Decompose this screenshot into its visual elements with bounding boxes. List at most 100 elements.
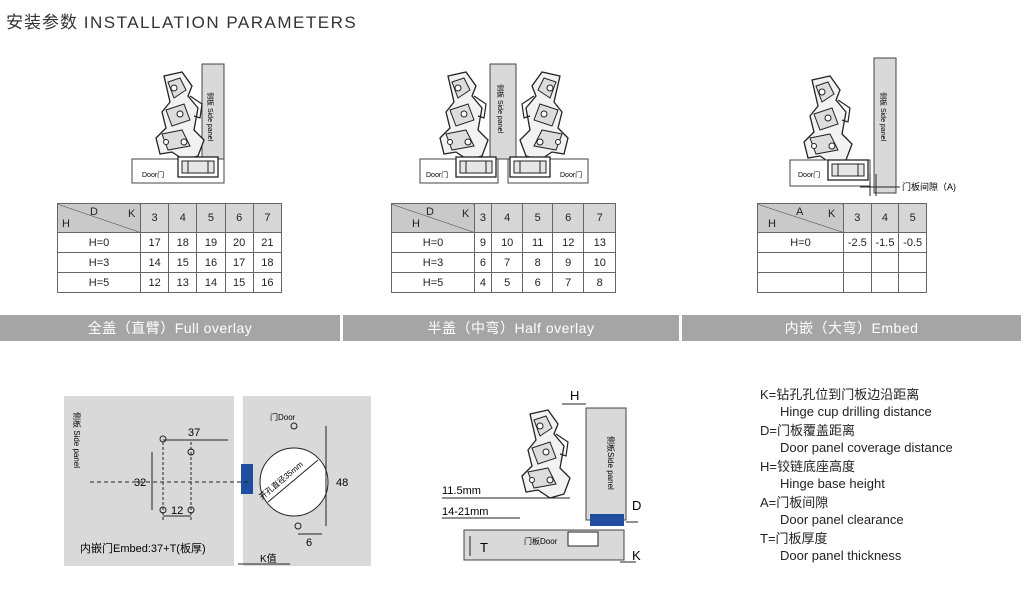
screw-hole bbox=[294, 522, 302, 530]
hinge-cup-left bbox=[455, 156, 497, 178]
cup-hole bbox=[259, 447, 329, 517]
legend-a-cn: A=门板间隙 bbox=[760, 495, 829, 510]
title-cn: 安装参数 bbox=[6, 13, 78, 32]
dim-12: 12 bbox=[171, 505, 183, 517]
table-cell bbox=[898, 272, 927, 293]
side-panel-label: 侧板Side panel bbox=[606, 436, 616, 490]
table-cell: 8 bbox=[522, 252, 553, 273]
table-cell: 14 bbox=[196, 272, 226, 293]
table-header-row: D K H 3 4 5 6 7 bbox=[57, 203, 283, 233]
dim-14-21mm: 14-21mm bbox=[442, 506, 488, 518]
legend-d-en: Door panel coverage distance bbox=[780, 440, 953, 455]
banner-embed: 内嵌（大弯）Embed bbox=[682, 315, 1021, 341]
table-cell: -1.5 bbox=[870, 232, 900, 253]
half-overlay-table: D K H 3 4 5 6 7 H=0 9 10 11 12 13 H=3 6 … bbox=[391, 203, 616, 293]
row-header: H=0 bbox=[757, 232, 844, 253]
hinge-right-illustration bbox=[519, 71, 569, 161]
table-cell bbox=[870, 252, 900, 273]
dim-k: K bbox=[632, 548, 641, 563]
screw-hole bbox=[290, 422, 298, 430]
col-header: 5 bbox=[898, 203, 927, 233]
table-row: H=5 12 13 14 15 16 bbox=[57, 272, 283, 293]
full-overlay-diagram: 侧板 Side panel Door门 bbox=[131, 63, 225, 184]
dim-11-5mm: 11.5mm bbox=[442, 485, 481, 497]
side-panel-shape bbox=[489, 63, 517, 160]
dim-6: 6 bbox=[306, 537, 312, 549]
table-cell: 16 bbox=[252, 272, 283, 293]
col-header: 6 bbox=[551, 203, 585, 233]
legend-d-cn: D=门板覆盖距离 bbox=[760, 423, 855, 438]
table-row bbox=[757, 272, 927, 293]
side-panel-label: 侧板 Side panel bbox=[879, 92, 888, 141]
dim-h: H bbox=[570, 388, 579, 403]
table-cell: 11 bbox=[522, 232, 553, 253]
dim-37: 37 bbox=[188, 427, 200, 439]
table-row: H=3 14 15 16 17 18 bbox=[57, 252, 283, 273]
row-header: H=3 bbox=[391, 252, 475, 273]
section-diagram: H D K T 11.5mm 14-21mm 门板Door 侧板Side pan… bbox=[442, 388, 641, 563]
row-header: H=5 bbox=[57, 272, 141, 293]
table-cell: 8 bbox=[583, 272, 616, 293]
embed-table: A K H 3 4 5 H=0 -2.5 -1.5 -0.5 bbox=[757, 203, 927, 293]
door-label: Door门 bbox=[798, 170, 820, 179]
legend-a-en: Door panel clearance bbox=[780, 512, 904, 527]
table-row bbox=[757, 252, 927, 273]
hinge-base-marker bbox=[241, 464, 253, 494]
side-panel-shape bbox=[873, 57, 897, 194]
col-header: 5 bbox=[196, 203, 226, 233]
door-label-right: Door门 bbox=[560, 170, 582, 179]
table-cell: 15 bbox=[224, 272, 254, 293]
hinge-left-illustration bbox=[439, 71, 489, 161]
table-cell: 10 bbox=[583, 252, 616, 273]
embed-formula: 内嵌门Embed:37+T(板厚) bbox=[80, 541, 206, 555]
table-row: H=0 -2.5 -1.5 -0.5 bbox=[757, 232, 927, 253]
hinge-cup bbox=[567, 531, 599, 547]
col-header: 7 bbox=[583, 203, 616, 233]
table-cell: 16 bbox=[196, 252, 226, 273]
row-header: H=3 bbox=[57, 252, 141, 273]
side-panel-label: 侧板 Side panel bbox=[496, 84, 505, 133]
table-row: H=0 17 18 19 20 21 bbox=[57, 232, 283, 253]
col-header: 4 bbox=[168, 203, 198, 233]
hinge-cup bbox=[177, 156, 219, 178]
table-cell: 18 bbox=[252, 252, 283, 273]
dim-t: T bbox=[480, 540, 488, 555]
table-header-row: D K H 3 4 5 6 7 bbox=[391, 203, 616, 233]
drilling-diagram: 37 32 12 48 6 门Door 开孔直径35mm 侧板 Side pan… bbox=[64, 396, 371, 566]
table-cell: 9 bbox=[551, 252, 585, 273]
table-cell: 15 bbox=[168, 252, 198, 273]
page-title: 安装参数 INSTALLATION PARAMETERS bbox=[6, 8, 357, 33]
table-cell: 21 bbox=[252, 232, 283, 253]
hinge-illustration bbox=[521, 409, 571, 499]
banner-full-overlay: 全盖（直臂）Full overlay bbox=[0, 315, 340, 341]
table-row: H=0 9 10 11 12 13 bbox=[391, 232, 616, 253]
table-cell: 18 bbox=[168, 232, 198, 253]
door-label: 门板Door bbox=[524, 536, 558, 546]
col-header: 6 bbox=[224, 203, 254, 233]
table-cell: 6 bbox=[522, 272, 553, 293]
table-corner: D K H bbox=[57, 203, 141, 233]
table-cell: 10 bbox=[490, 232, 524, 253]
table-cell: 9 bbox=[474, 232, 492, 253]
table-cell: 5 bbox=[490, 272, 524, 293]
k-value-label: K值 bbox=[260, 552, 277, 565]
legend-k-cn: K=钻孔孔位到门板边沿距离 bbox=[760, 387, 920, 402]
hinge-cup-right bbox=[509, 156, 551, 178]
door-label: 门Door bbox=[270, 412, 296, 422]
col-header: 4 bbox=[490, 203, 524, 233]
table-cell: 17 bbox=[139, 232, 170, 253]
table-cell: 7 bbox=[551, 272, 585, 293]
legend-h-en: Hinge base height bbox=[780, 476, 885, 491]
table-corner: D K H bbox=[391, 203, 475, 233]
table-cell: 7 bbox=[490, 252, 524, 273]
table-row: H=3 6 7 8 9 10 bbox=[391, 252, 616, 273]
table-cell bbox=[898, 252, 927, 273]
hinge-cup bbox=[827, 159, 869, 181]
hinge-illustration bbox=[155, 71, 205, 161]
door-clearance-label: 门板间隙（A) bbox=[902, 181, 956, 192]
table-cell: 6 bbox=[474, 252, 492, 273]
table-row: H=5 4 5 6 7 8 bbox=[391, 272, 616, 293]
table-corner: A K H bbox=[757, 203, 844, 233]
col-header: 7 bbox=[252, 203, 283, 233]
col-header: 5 bbox=[522, 203, 553, 233]
